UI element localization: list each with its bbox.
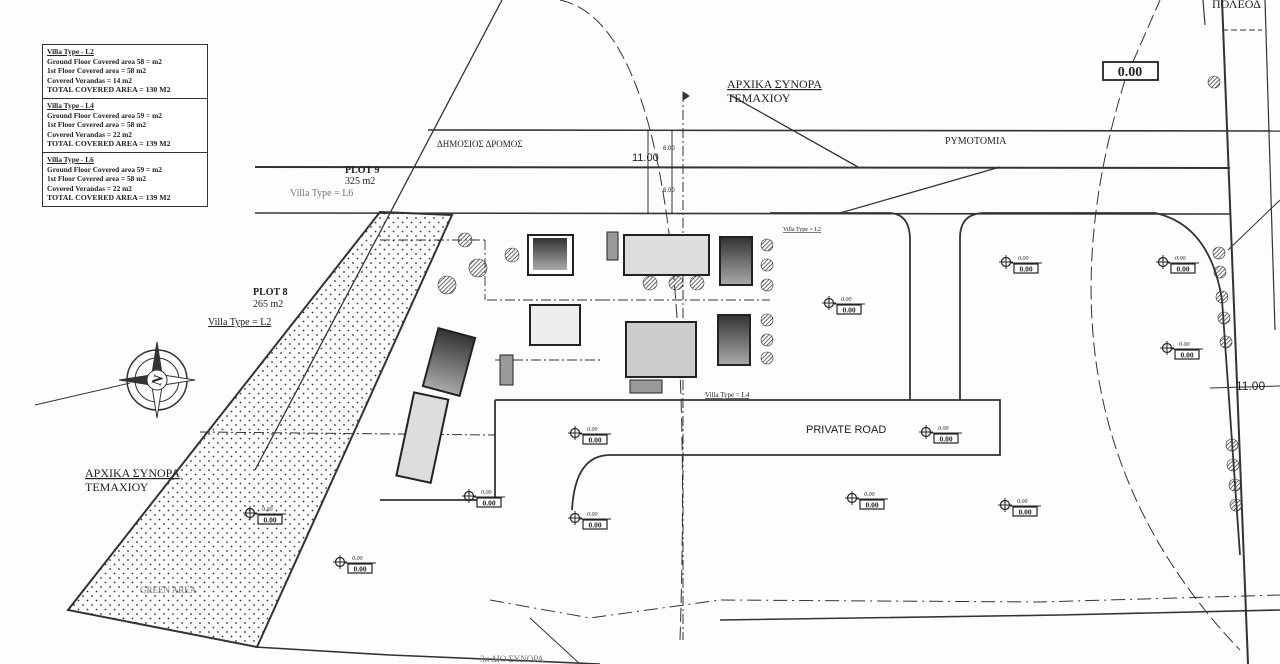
plot9-area: 325 m2	[345, 176, 375, 187]
level-marker: 0.00 0.00	[333, 555, 376, 574]
level-marker: 0.00 0.00	[998, 498, 1041, 517]
legend-line: Ground Floor Covered area 58 = m2	[47, 56, 162, 66]
road-width: 11.00	[632, 152, 659, 164]
level-marker: 0.00 0.00	[1160, 341, 1203, 360]
legend-line: 1st Floor Covered area = 58 m2	[47, 66, 147, 76]
boundary-label-top-1: ΑΡΧΙΚΑ ΣΥΝΟΡΑ	[727, 77, 822, 91]
right-road	[1202, 0, 1280, 664]
legend-line: TOTAL COVERED AREA = 139 M2	[47, 139, 171, 149]
level-value: 0.00	[482, 499, 495, 508]
level-above: 0.00	[587, 512, 598, 518]
compass-letter: N	[150, 373, 168, 388]
legend-line: TOTAL COVERED AREA = 139 M2	[47, 193, 171, 203]
level-marker: 0.00 0.00	[1156, 255, 1199, 274]
level-above: 0.00	[1179, 342, 1190, 348]
private-road-label: PRIVATE ROAD	[806, 424, 886, 436]
level-marker: 0.00 0.00	[568, 511, 611, 530]
level-marker: 0.00 0.00	[822, 296, 865, 315]
green-area-label: GREEN AREA	[140, 585, 197, 595]
level-markers: 0.00 0.00 0.00 0.00 0.00 0.00 0.00 0.00 …	[243, 255, 1203, 574]
level-above: 0.00	[841, 297, 852, 303]
villa-l4	[625, 321, 697, 378]
boundary-label-left-2: ΤΕΜΑΧΙΟΥ	[85, 480, 149, 494]
villa-l6-ground	[529, 304, 581, 346]
reference-level: 0.00	[1118, 65, 1143, 80]
street-alignment-label: ΡΥΜΟΤΟΜΙΑ	[945, 136, 1007, 147]
level-value: 0.00	[1176, 265, 1189, 274]
north-arrow-icon: N	[118, 341, 196, 419]
level-above: 0.00	[352, 556, 363, 562]
level-marker: 0.00 0.00	[919, 425, 962, 444]
plot9-villa: Villa Type = L6	[290, 188, 353, 199]
top-right-partial-label: ΠΟΛΕΟΔ	[1212, 0, 1261, 11]
villa-l2-left	[421, 326, 477, 398]
level-above: 0.00	[262, 507, 273, 513]
level-above: 0.00	[864, 492, 875, 498]
level-above: 0.00	[1175, 256, 1186, 262]
pool-bottom	[717, 314, 751, 366]
bottom-boundary-label: 3α ΔΙΟ ΣΥΝΟΡΑ	[480, 654, 544, 664]
legend-line: Covered Verandas = 14 m2	[47, 75, 132, 85]
public-road-label: ΔΗΜΟΣΙΟΣ ΔΡΟΜΟΣ	[437, 139, 523, 149]
legend-line: Ground Floor Covered area 59 = m2	[47, 164, 162, 174]
right-road-width: 11.00	[1236, 379, 1265, 393]
level-above: 0.00	[1017, 499, 1028, 505]
parking-2	[629, 379, 663, 394]
reference-level-box: 0.00	[1102, 61, 1159, 81]
level-value: 0.00	[263, 516, 276, 525]
legend-line: TOTAL COVERED AREA = 130 M2	[47, 85, 171, 95]
level-marker: 0.00 0.00	[243, 506, 286, 525]
parking-3	[606, 231, 619, 261]
road-half-top: 6.00	[663, 146, 675, 152]
level-above: 0.00	[481, 490, 492, 496]
plot9-name: PLOT 9	[345, 165, 380, 176]
level-value: 0.00	[939, 435, 952, 444]
legend-line: 1st Floor Covered area = 58 m2	[47, 174, 147, 184]
level-marker: 0.00 0.00	[999, 255, 1042, 274]
level-value: 0.00	[842, 306, 855, 315]
legend-line: 1st Floor Covered area = 58 m2	[47, 120, 147, 130]
level-above: 0.00	[587, 427, 598, 433]
parking-1	[499, 354, 514, 386]
level-value: 0.00	[1018, 508, 1031, 517]
green-area	[66, 210, 454, 649]
boundary-label-left-1: ΑΡΧΙΚΑ ΣΥΝΟΡΑ	[85, 466, 180, 480]
villa-l2-left-ground	[395, 391, 450, 484]
road-half-bottom: 6.00	[663, 188, 675, 194]
level-marker: 0.00 0.00	[462, 489, 505, 508]
legend-line: Covered Verandas = 22 m2	[47, 183, 132, 193]
legend-title: Villa Type - L2	[47, 47, 94, 56]
level-value: 0.00	[353, 565, 366, 574]
plot8-name: PLOT 8	[253, 287, 288, 298]
villa-l4-label: Villa Type = L4	[705, 391, 750, 399]
level-value: 0.00	[588, 521, 601, 530]
level-value: 0.00	[588, 436, 601, 445]
level-value: 0.00	[1019, 265, 1032, 274]
legend-line: Ground Floor Covered area 59 = m2	[47, 110, 162, 120]
public-road	[254, 91, 1280, 640]
level-value: 0.00	[1180, 351, 1193, 360]
plot8-area: 265 m2	[253, 299, 283, 310]
legend-title: Villa Type - L4	[47, 100, 94, 110]
boundary-label-top-2: ΤΕΜΑΧΙΟΥ	[727, 91, 791, 105]
level-above: 0.00	[938, 426, 949, 432]
pool-top	[719, 236, 753, 286]
level-value: 0.00	[865, 501, 878, 510]
plot8-villa: Villa Type = L2	[208, 317, 271, 328]
villas	[395, 231, 753, 484]
legend-line: Covered Verandas = 22 m2	[47, 129, 132, 139]
level-marker: 0.00 0.00	[845, 491, 888, 510]
level-marker: 0.00 0.00	[568, 426, 611, 445]
trees	[437, 75, 1243, 512]
villa-l2-right-label: Villa Type = L2	[783, 227, 821, 233]
legend-title: Villa Type - L6	[47, 154, 94, 164]
level-above: 0.00	[1018, 256, 1029, 262]
villa-l2-top	[623, 234, 710, 276]
